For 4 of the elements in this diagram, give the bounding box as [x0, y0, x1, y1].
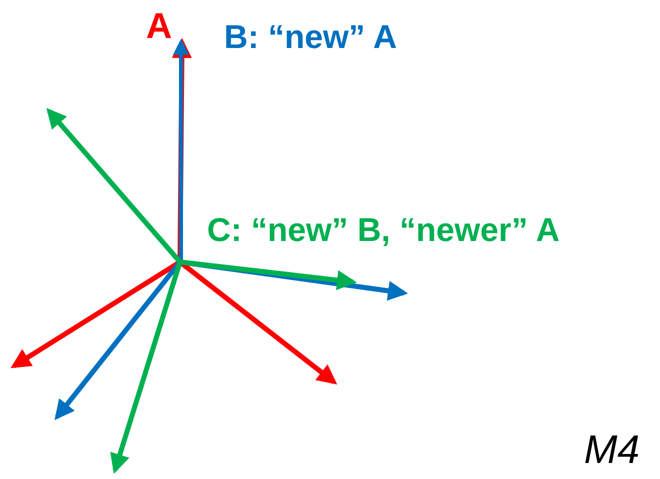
frame-label: C: “new” B, “newer” A [207, 213, 560, 246]
axis-label: A [146, 8, 172, 44]
frame-label: B: “new” A [224, 20, 397, 53]
figure-label: M4 [584, 430, 640, 470]
